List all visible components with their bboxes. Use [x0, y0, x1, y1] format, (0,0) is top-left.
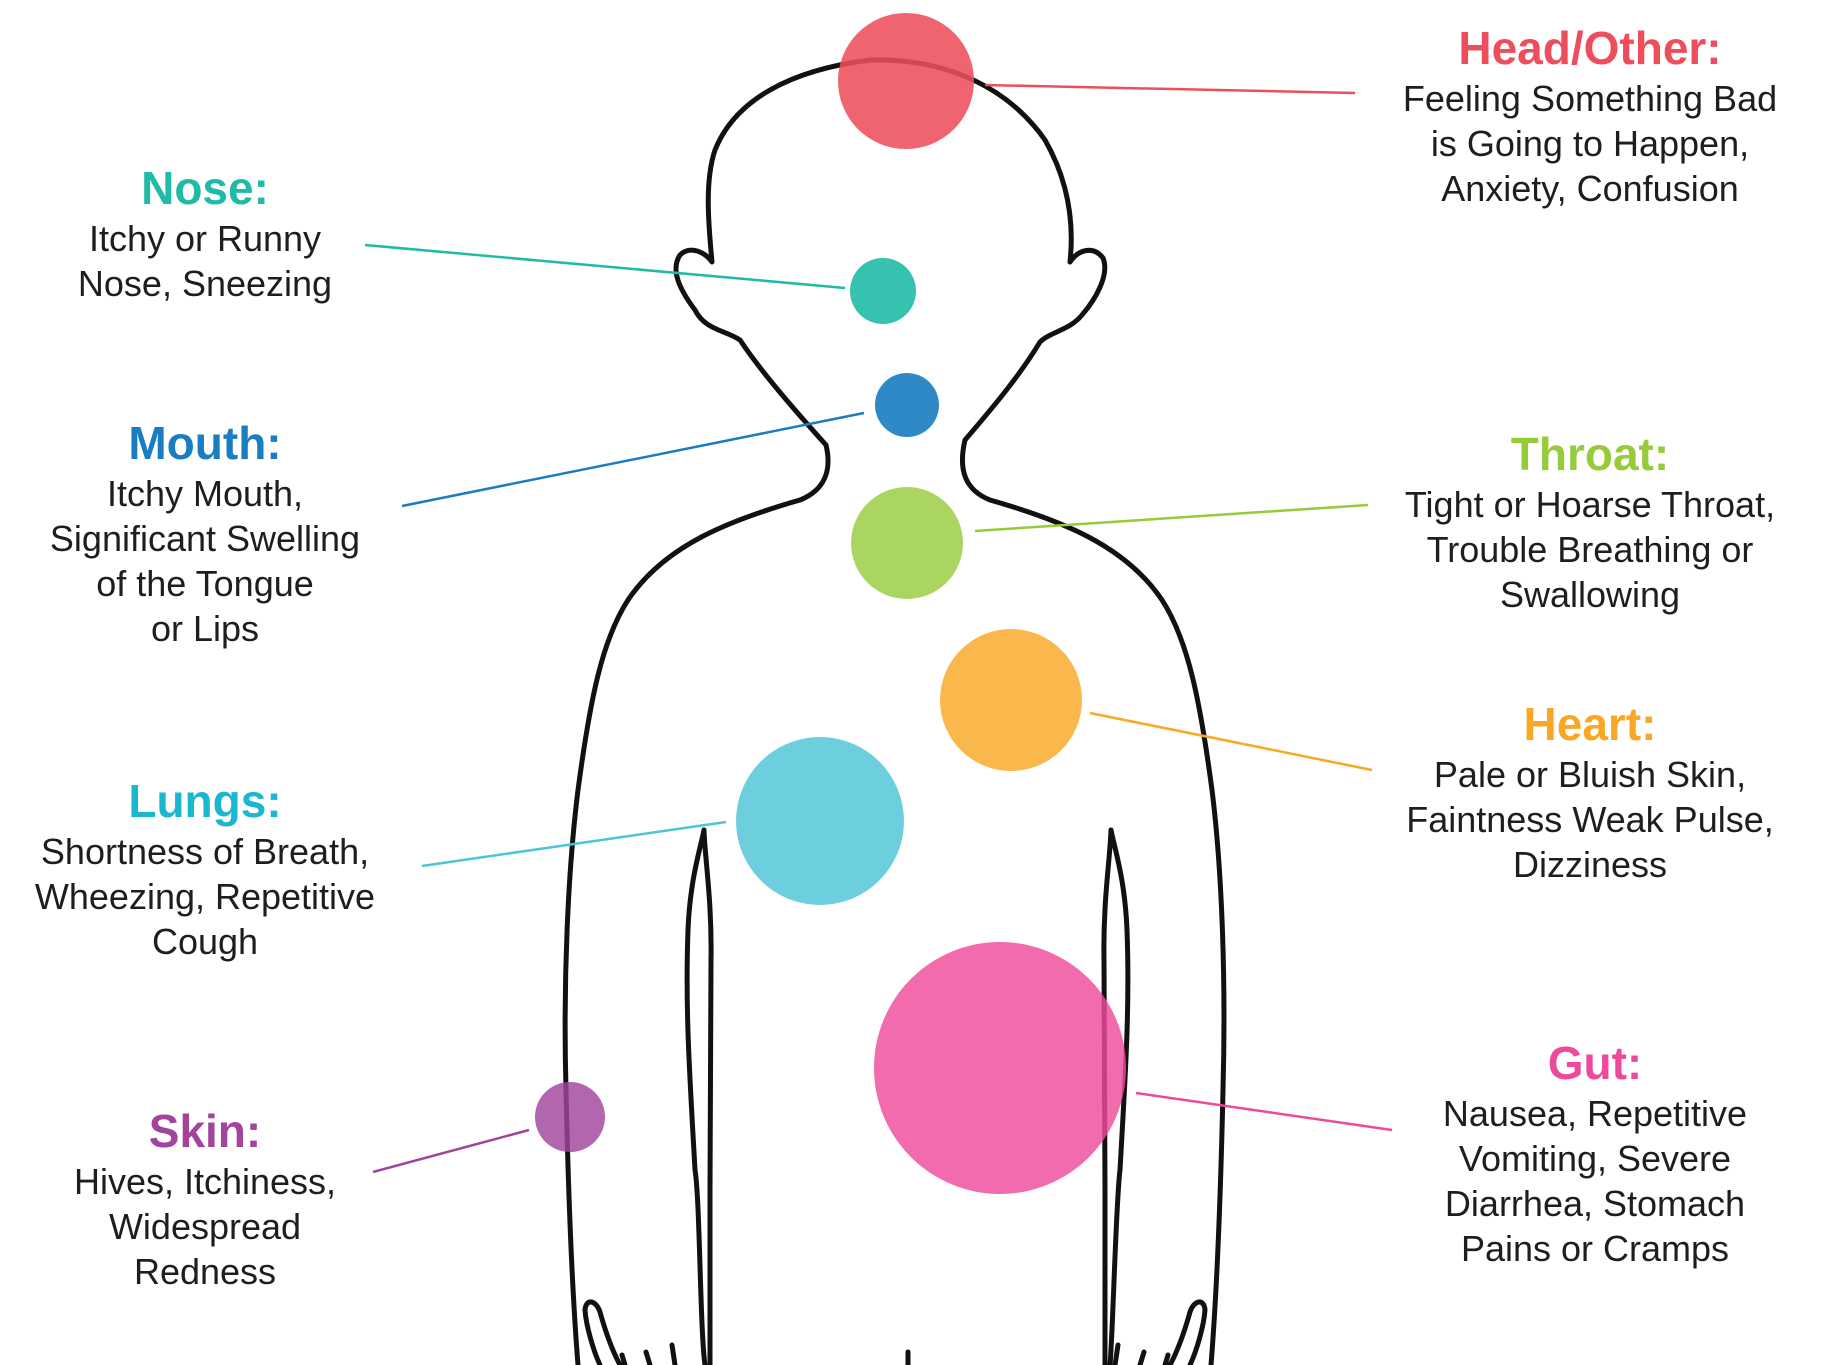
left-hand-fingers [585, 1302, 675, 1365]
head-other-symptom-line: Anxiety, Confusion [1360, 166, 1820, 211]
head-other-circle [838, 13, 974, 149]
gut-label: Gut: Nausea, Repetitive Vomiting, Severe… [1395, 1037, 1795, 1271]
skin-circle [535, 1082, 605, 1152]
mouth-symptom-line: or Lips [10, 606, 400, 651]
head-other-title: Head/Other: [1360, 22, 1820, 74]
nose-symptom-line: Nose, Sneezing [15, 261, 395, 306]
leader-lines [365, 85, 1392, 1172]
head-other-leader-line [985, 85, 1355, 93]
outer-silhouette [565, 60, 1224, 1365]
mouth-symptom-line: Significant Swelling [10, 516, 400, 561]
mouth-symptom-line: of the Tongue [10, 561, 400, 606]
head-other-symptom-line: Feeling Something Bad [1360, 76, 1820, 121]
mouth-symptom-line: Itchy Mouth, [10, 471, 400, 516]
skin-leader-line [373, 1130, 529, 1172]
gut-leader-line [1136, 1093, 1392, 1130]
gut-circle [874, 942, 1126, 1194]
skin-symptom-line: Redness [30, 1249, 380, 1294]
heart-leader-line [1090, 713, 1372, 770]
mouth-title: Mouth: [10, 417, 400, 469]
throat-symptom-line: Swallowing [1365, 572, 1815, 617]
lungs-circle [736, 737, 904, 905]
mouth-circle [875, 373, 939, 437]
nose-leader-line [365, 245, 845, 288]
heart-circle [940, 629, 1082, 771]
throat-symptom-line: Tight or Hoarse Throat, [1365, 482, 1815, 527]
nose-circle [850, 258, 916, 324]
heart-symptom-line: Dizziness [1375, 842, 1805, 887]
throat-circle [851, 487, 963, 599]
gut-symptom-line: Diarrhea, Stomach [1395, 1181, 1795, 1226]
head-other-symptom-line: is Going to Happen, [1360, 121, 1820, 166]
gut-symptom-line: Nausea, Repetitive [1395, 1091, 1795, 1136]
lungs-title: Lungs: [5, 775, 405, 827]
throat-leader-line [975, 505, 1368, 531]
mouth-label: Mouth: Itchy Mouth, Significant Swelling… [10, 417, 400, 651]
gut-title: Gut: [1395, 1037, 1795, 1089]
heart-symptom-line: Faintness Weak Pulse, [1375, 797, 1805, 842]
skin-symptom-line: Widespread [30, 1204, 380, 1249]
skin-title: Skin: [30, 1105, 380, 1157]
nose-title: Nose: [15, 162, 395, 214]
throat-label: Throat: Tight or Hoarse Throat, Trouble … [1365, 428, 1815, 617]
lungs-symptom-line: Cough [5, 919, 405, 964]
head-other-label: Head/Other: Feeling Something Bad is Goi… [1360, 22, 1820, 211]
mouth-leader-line [402, 413, 864, 506]
body-outline [565, 60, 1224, 1365]
nose-label: Nose: Itchy or Runny Nose, Sneezing [15, 162, 395, 306]
skin-label: Skin: Hives, Itchiness, Widespread Redne… [30, 1105, 380, 1294]
lungs-label: Lungs: Shortness of Breath, Wheezing, Re… [5, 775, 405, 964]
lungs-symptom-line: Shortness of Breath, [5, 829, 405, 874]
right-hand-fingers [1115, 1302, 1205, 1365]
gut-symptom-line: Vomiting, Severe [1395, 1136, 1795, 1181]
heart-title: Heart: [1375, 698, 1805, 750]
heart-label: Heart: Pale or Bluish Skin, Faintness We… [1375, 698, 1805, 887]
skin-symptom-line: Hives, Itchiness, [30, 1159, 380, 1204]
heart-symptom-line: Pale or Bluish Skin, [1375, 752, 1805, 797]
throat-symptom-line: Trouble Breathing or [1365, 527, 1815, 572]
lungs-symptom-line: Wheezing, Repetitive [5, 874, 405, 919]
nose-symptom-line: Itchy or Runny [15, 216, 395, 261]
gut-symptom-line: Pains or Cramps [1395, 1226, 1795, 1271]
throat-title: Throat: [1365, 428, 1815, 480]
